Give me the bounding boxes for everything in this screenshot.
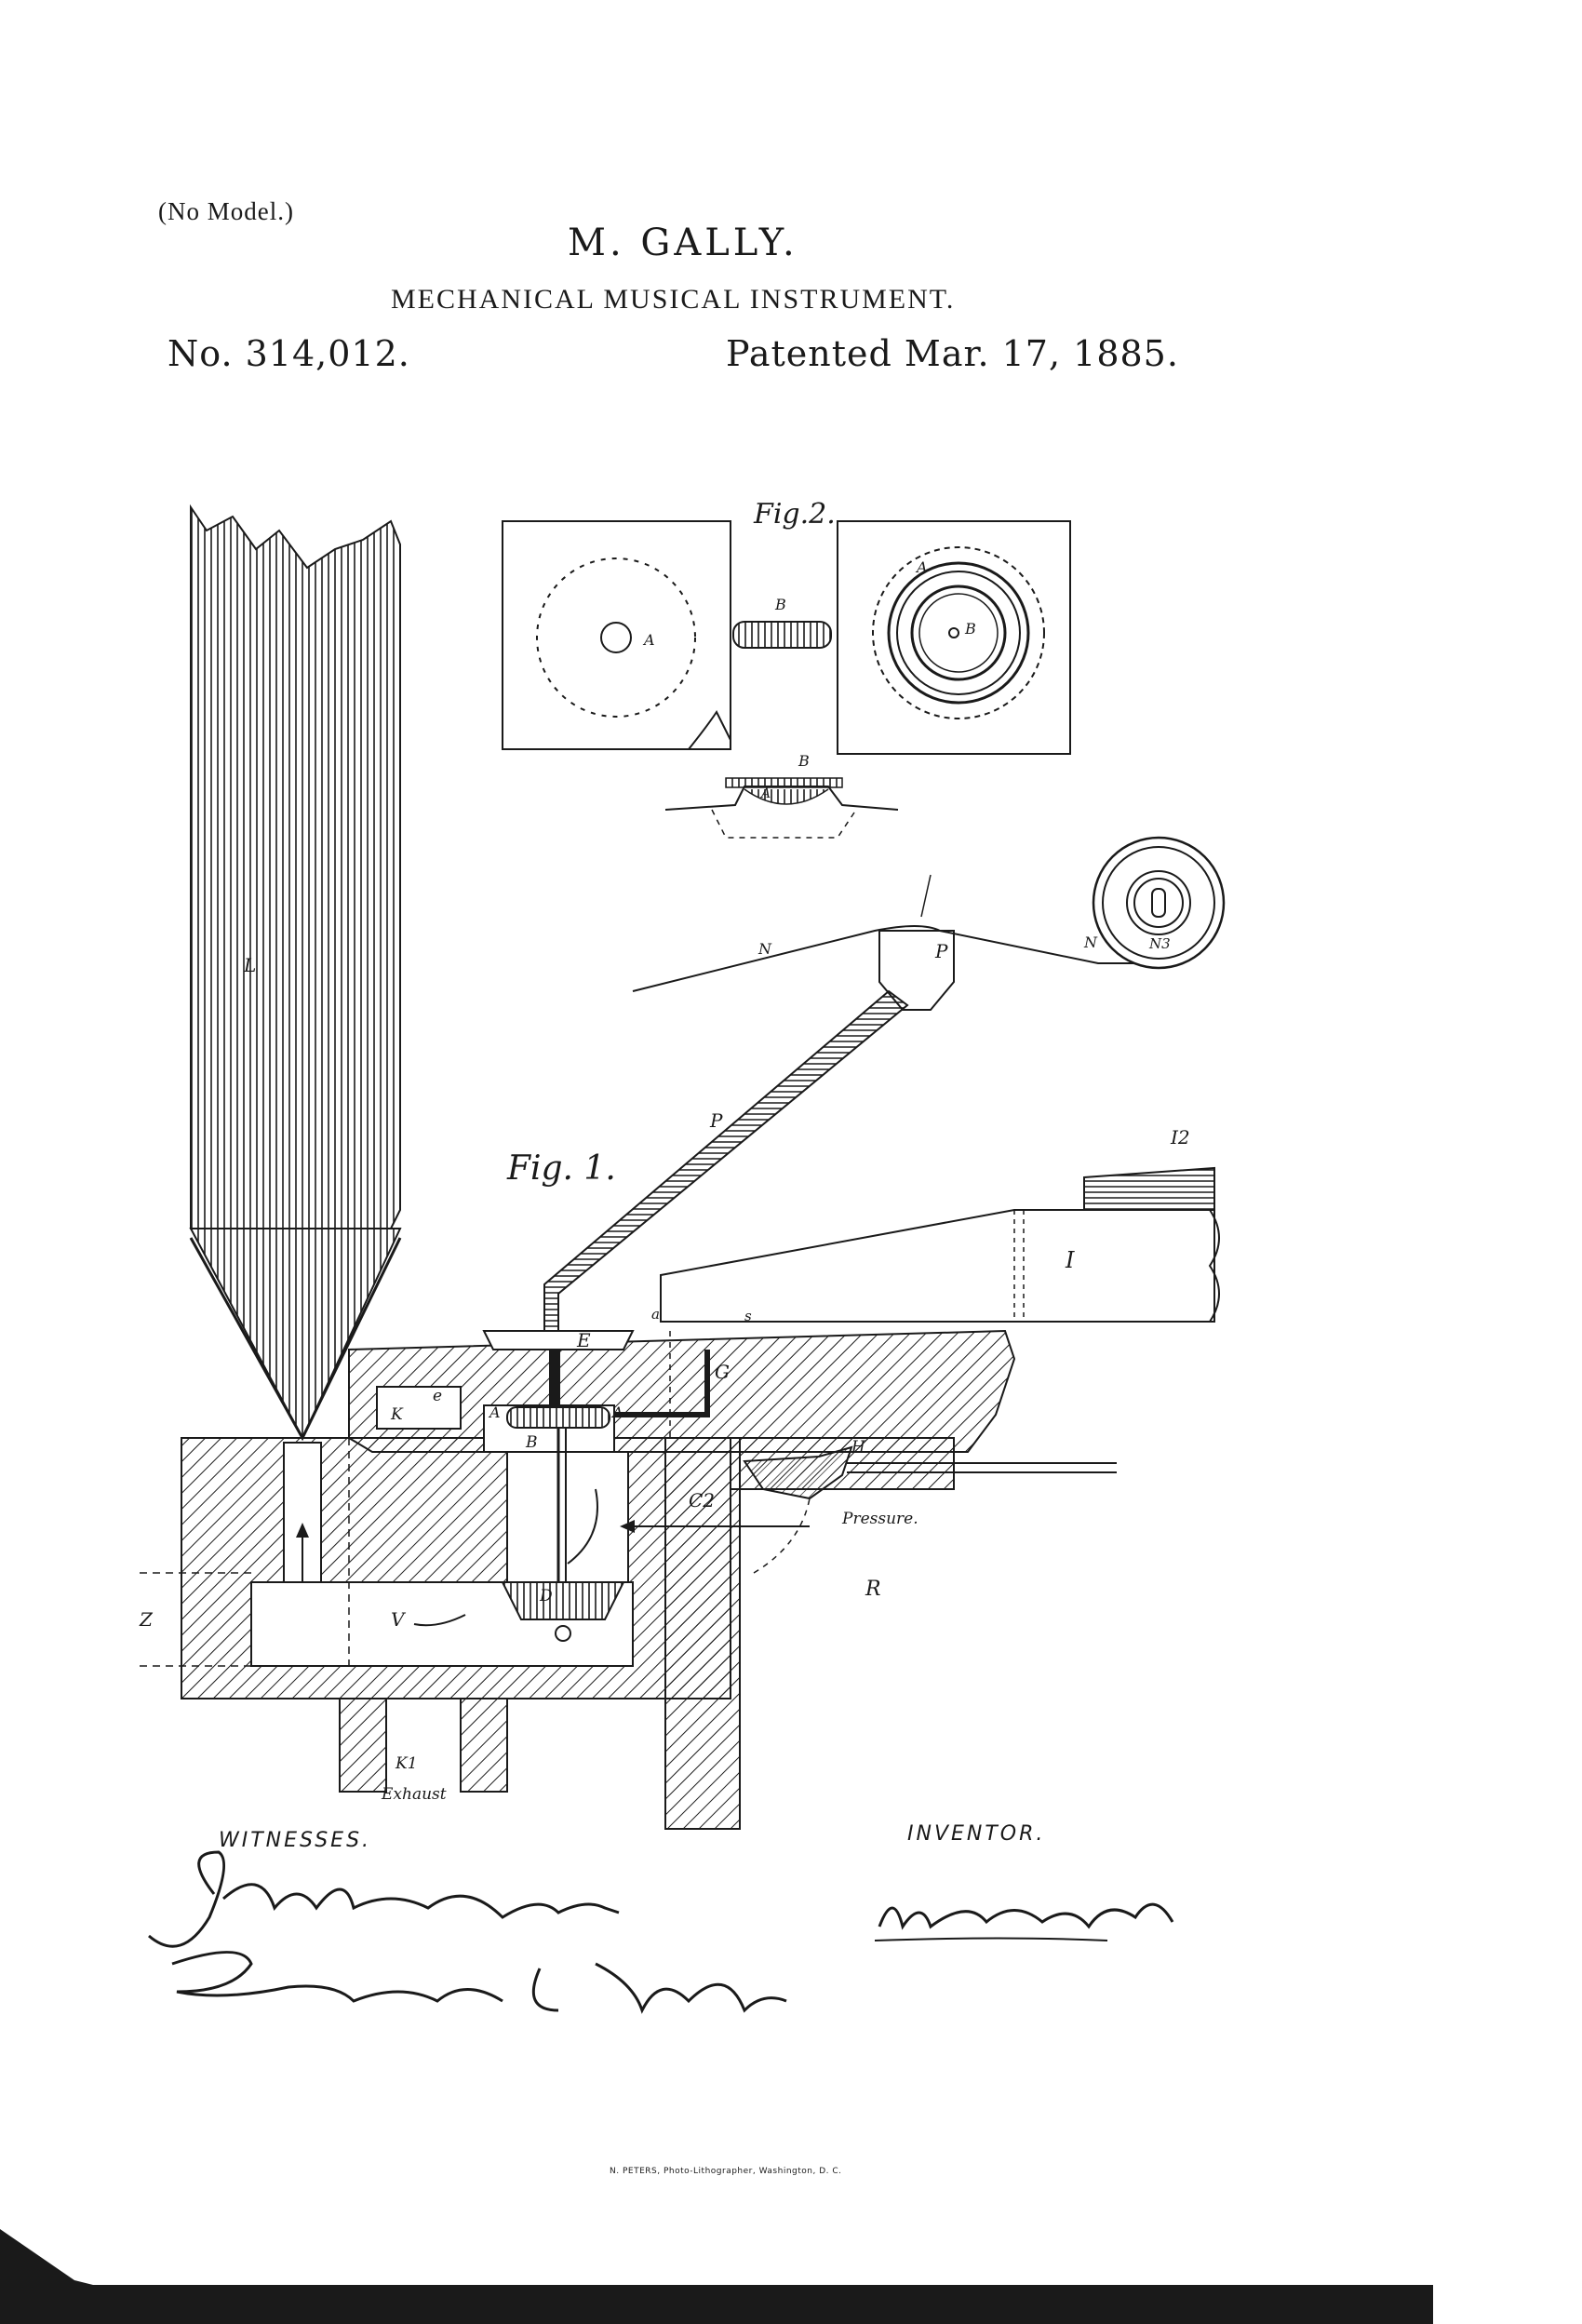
valve-body xyxy=(140,1329,1117,1830)
label-N-right: N xyxy=(1084,934,1097,951)
label-L: L xyxy=(244,954,257,976)
label-K: K xyxy=(391,1405,403,1424)
patent-date: Patented Mar. 17, 1885. xyxy=(726,333,1179,374)
label-H: H xyxy=(851,1438,865,1457)
lever-p xyxy=(543,930,955,1332)
fig2-label: Fig.2. xyxy=(754,498,836,531)
fig2-section-view xyxy=(664,777,899,839)
label-R: R xyxy=(865,1578,881,1601)
fig2-label-A-bottom: A xyxy=(761,786,771,801)
label-I: I xyxy=(1066,1247,1075,1273)
label-I2: I2 xyxy=(1171,1126,1190,1149)
label-P-head: P xyxy=(935,940,948,962)
label-C2: C2 xyxy=(689,1489,716,1511)
label-pressure: Pressure. xyxy=(842,1510,918,1528)
fig2-label-B-bottom: B xyxy=(798,752,810,770)
tube-l xyxy=(189,504,402,1442)
label-P: P xyxy=(710,1109,723,1132)
patent-number: No. 314,012. xyxy=(168,333,410,374)
label-exhaust: Exhaust xyxy=(382,1785,447,1804)
label-N-left: N xyxy=(758,940,771,958)
arrow-pressure-top xyxy=(920,874,932,918)
fig2-left-panel xyxy=(502,520,731,750)
witnesses-label: WITNESSES. xyxy=(219,1829,372,1852)
label-G: G xyxy=(715,1361,730,1383)
label-s: s xyxy=(744,1308,752,1324)
inventor-signature xyxy=(874,1902,1174,1941)
witness-signature-2 xyxy=(171,1951,787,2014)
label-V: V xyxy=(391,1608,405,1631)
patent-title: MECHANICAL MUSICAL INSTRUMENT. xyxy=(391,284,956,315)
label-e: e xyxy=(433,1387,443,1405)
belt-n xyxy=(632,925,1135,992)
inventor-label: INVENTOR. xyxy=(907,1822,1046,1846)
witness-signature-1 xyxy=(148,1850,620,1948)
label-N3: N3 xyxy=(1149,935,1171,952)
fig2-label-A-left: A xyxy=(644,631,655,649)
fig2-right-panel xyxy=(837,520,1071,755)
label-a: a xyxy=(651,1306,660,1323)
fig2-label-B-mid: B xyxy=(775,596,786,613)
label-E: E xyxy=(577,1329,591,1351)
label-Z: Z xyxy=(140,1608,153,1631)
fig2-part-b xyxy=(732,621,832,649)
fig1-label: Fig. 1. xyxy=(507,1149,616,1188)
lithographer-imprint: N. PETERS, Photo-Lithographer, Washingto… xyxy=(610,2167,842,2176)
key-i xyxy=(660,1166,1220,1323)
scan-edge-band xyxy=(0,2229,1433,2324)
label-D: D xyxy=(540,1587,553,1605)
label-A-left: A xyxy=(489,1404,501,1421)
model-note: (No Model.) xyxy=(158,197,294,225)
fig2-label-B-right: B xyxy=(965,620,976,638)
label-K1: K1 xyxy=(396,1754,418,1773)
roller-n3 xyxy=(1092,836,1226,970)
inventor-name: M. GALLY. xyxy=(568,222,798,264)
label-A-right: A xyxy=(612,1404,623,1421)
fig2-label-A-right: A xyxy=(917,558,928,576)
label-B: B xyxy=(526,1433,538,1452)
